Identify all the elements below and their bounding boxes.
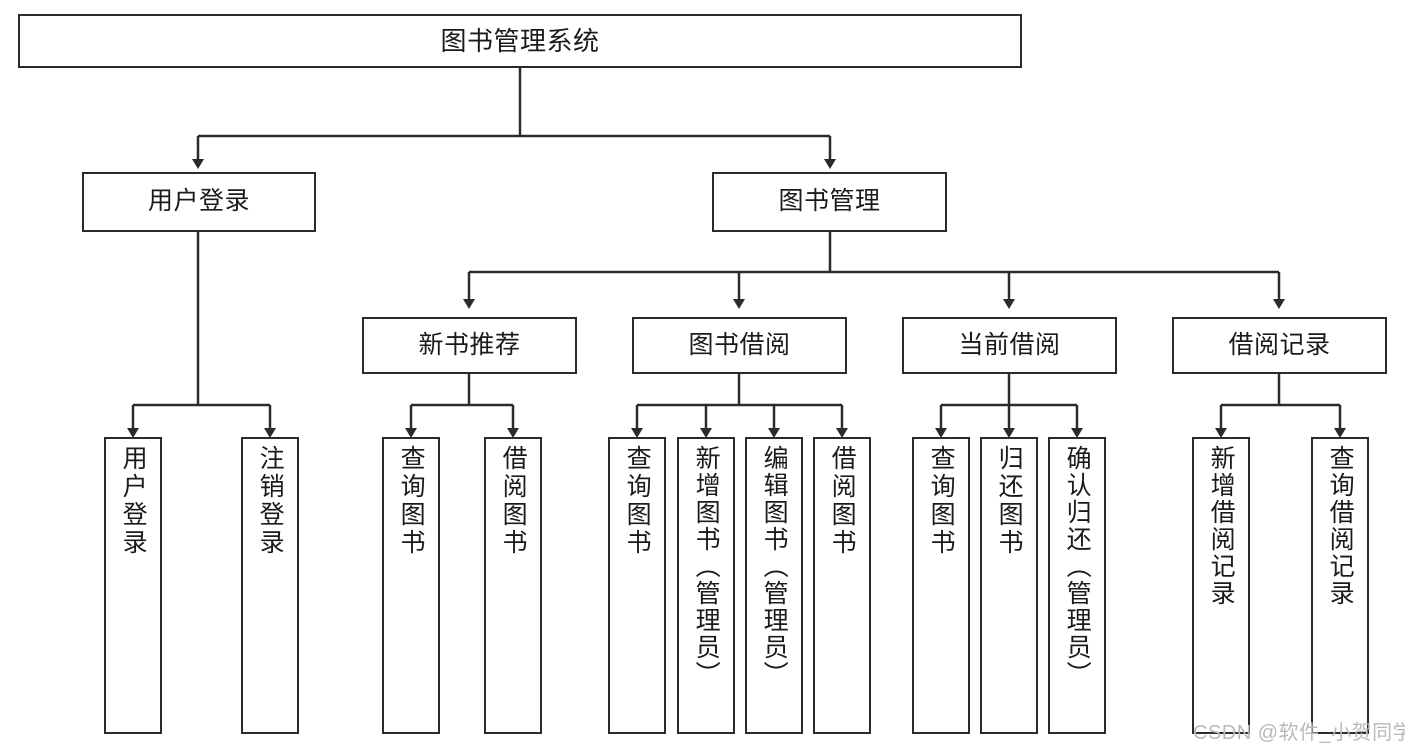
leaf-add-borrow-record[interactable]: 新增借阅记录 xyxy=(1192,437,1250,734)
node-label: 新书推荐 xyxy=(418,330,521,359)
node-label: 注销登录 xyxy=(256,445,285,557)
leaf-query-book-borrow[interactable]: 查询图书 xyxy=(608,437,666,734)
leaf-edit-book-admin[interactable]: 编辑图书（管理员） xyxy=(745,437,803,734)
node-label: 归还图书 xyxy=(995,445,1024,557)
leaf-confirm-return-admin[interactable]: 确认归还（管理员） xyxy=(1048,437,1106,734)
leaf-add-book-admin[interactable]: 新增图书（管理员） xyxy=(677,437,735,734)
node-label: 查询图书 xyxy=(397,445,426,557)
node-label: 借阅图书 xyxy=(499,445,528,557)
node-book-borrow[interactable]: 图书借阅 xyxy=(632,317,847,374)
node-book-management[interactable]: 图书管理 xyxy=(712,172,947,232)
node-label: 借阅图书 xyxy=(828,445,857,557)
node-new-book-recommendation[interactable]: 新书推荐 xyxy=(362,317,577,374)
leaf-borrow-book[interactable]: 借阅图书 xyxy=(813,437,871,734)
node-current-borrow[interactable]: 当前借阅 xyxy=(902,317,1117,374)
leaf-query-borrow-record[interactable]: 查询借阅记录 xyxy=(1311,437,1369,734)
node-label: 查询图书 xyxy=(623,445,652,557)
node-label: 新增借阅记录 xyxy=(1207,445,1236,607)
leaf-user-login[interactable]: 用户登录 xyxy=(104,437,162,734)
node-label: 图书借阅 xyxy=(688,330,791,359)
node-label: 确认归还（管理员） xyxy=(1063,445,1092,688)
node-label: 查询借阅记录 xyxy=(1326,445,1355,607)
node-label: 借阅记录 xyxy=(1228,330,1331,359)
node-label: 用户登录 xyxy=(147,187,250,216)
leaf-query-book-recommend[interactable]: 查询图书 xyxy=(382,437,440,734)
node-user-login[interactable]: 用户登录 xyxy=(82,172,316,232)
leaf-return-book[interactable]: 归还图书 xyxy=(980,437,1038,734)
node-label: 查询图书 xyxy=(927,445,956,557)
node-root-book-management-system[interactable]: 图书管理系统 xyxy=(18,14,1022,68)
leaf-query-book-current[interactable]: 查询图书 xyxy=(912,437,970,734)
node-label: 编辑图书（管理员） xyxy=(760,445,789,688)
node-label: 当前借阅 xyxy=(958,330,1061,359)
leaf-borrow-book-recommend[interactable]: 借阅图书 xyxy=(484,437,542,734)
node-label: 图书管理 xyxy=(778,187,881,216)
leaf-logout[interactable]: 注销登录 xyxy=(241,437,299,734)
node-borrow-record[interactable]: 借阅记录 xyxy=(1172,317,1387,374)
node-label: 新增图书（管理员） xyxy=(692,445,721,688)
node-label: 图书管理系统 xyxy=(440,25,600,56)
csdn-watermark: CSDN @软件_小贺同学 xyxy=(1193,722,1405,744)
node-label: 用户登录 xyxy=(119,445,148,557)
